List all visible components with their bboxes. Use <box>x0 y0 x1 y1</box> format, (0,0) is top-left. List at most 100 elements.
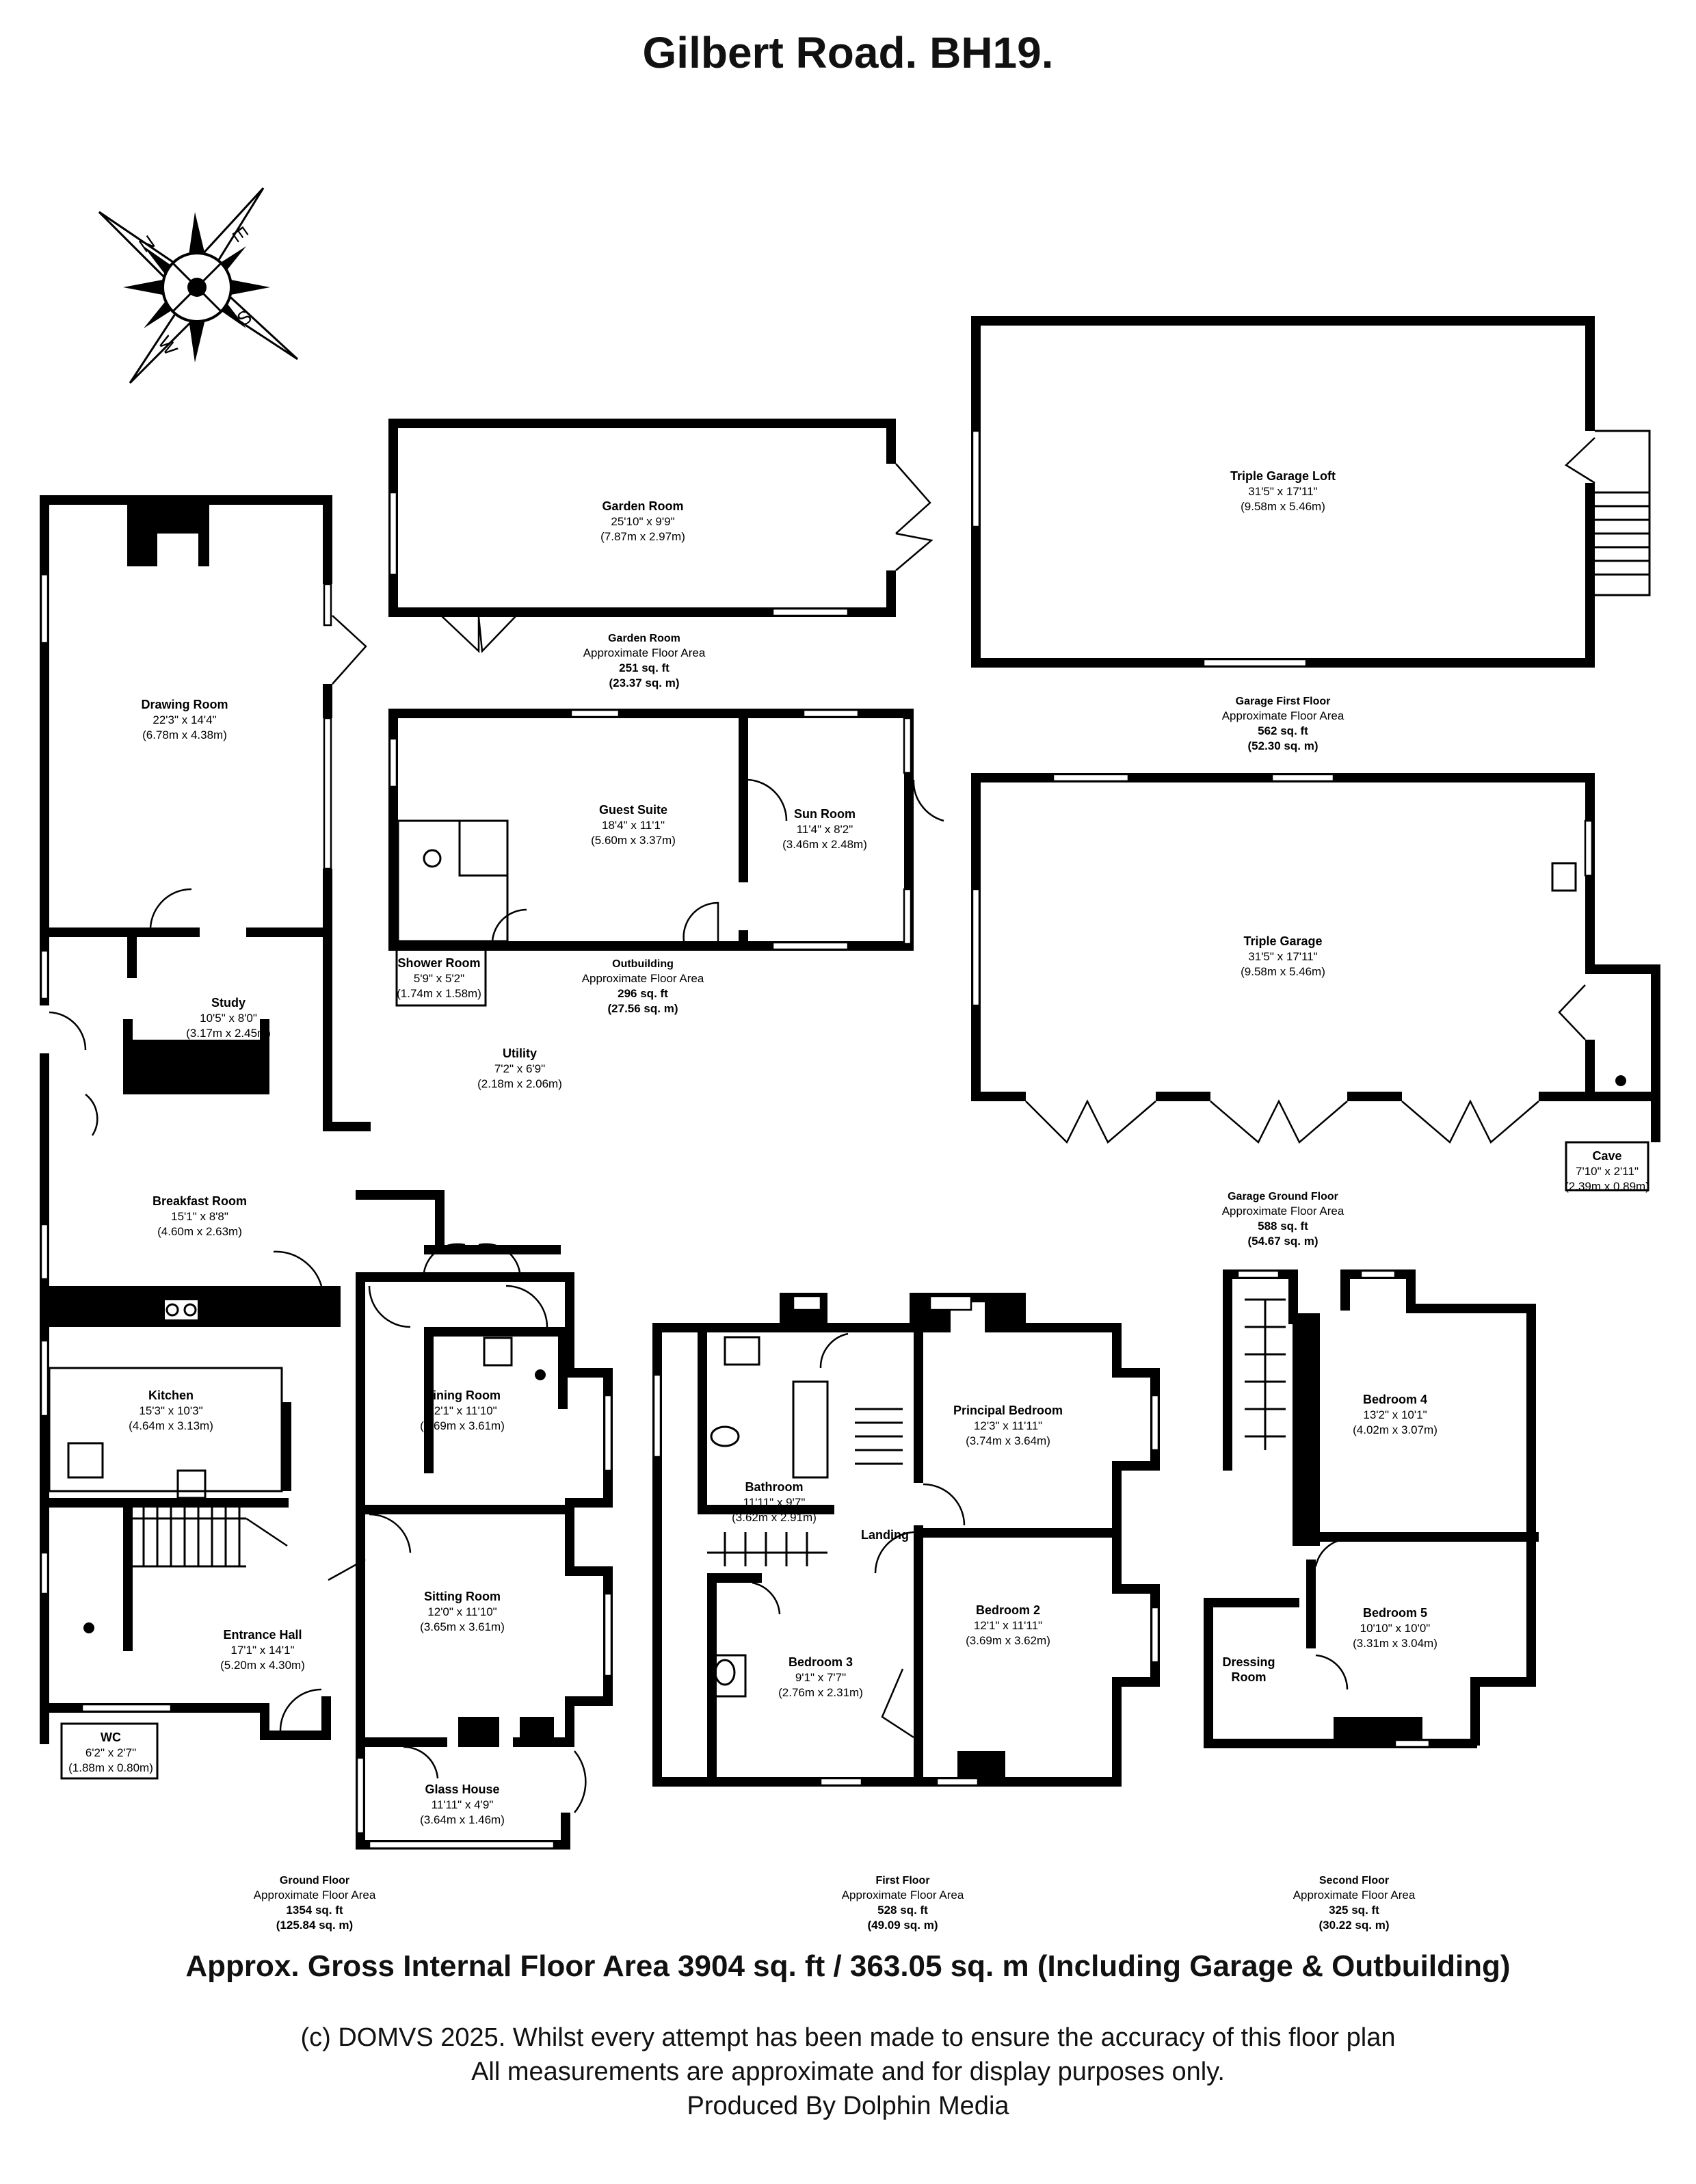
stairs-icon <box>1245 1298 1286 1450</box>
svg-text:13'2" x 10'1": 13'2" x 10'1" <box>1363 1408 1427 1421</box>
utility-label: Utility <box>503 1047 537 1060</box>
svg-text:(5.60m x 3.37m): (5.60m x 3.37m) <box>591 834 676 847</box>
triple-garage-plan <box>971 773 1660 1192</box>
ground-floor-area-label: Ground Floor <box>280 1875 349 1886</box>
bathroom-label: Bathroom <box>745 1480 804 1494</box>
svg-text:(30.22 sq. m): (30.22 sq. m) <box>1319 1919 1390 1932</box>
bedroom-2-label: Bedroom 2 <box>976 1603 1040 1617</box>
svg-text:Approximate Floor Area: Approximate Floor Area <box>1222 709 1344 722</box>
garden-room-area-label: Garden Room <box>608 633 680 644</box>
svg-text:(5.20m x 4.30m): (5.20m x 4.30m) <box>220 1659 305 1672</box>
gross-area-summary: Approx. Gross Internal Floor Area 3904 s… <box>185 1949 1511 1983</box>
svg-text:(3.64m x 1.46m): (3.64m x 1.46m) <box>420 1813 505 1826</box>
svg-text:(2.76m x 2.31m): (2.76m x 2.31m) <box>778 1686 863 1699</box>
svg-text:7'10" x 2'11": 7'10" x 2'11" <box>1576 1165 1639 1178</box>
footer-copyright: (c) DOMVS 2025. Whilst every attempt has… <box>300 2023 1396 2052</box>
landing-label: Landing <box>861 1528 909 1542</box>
svg-text:(27.56 sq. m): (27.56 sq. m) <box>608 1002 678 1015</box>
svg-text:(3.31m x 3.04m): (3.31m x 3.04m) <box>1353 1637 1437 1650</box>
svg-text:Approximate Floor Area: Approximate Floor Area <box>583 646 706 659</box>
cave-label: Cave <box>1592 1149 1621 1163</box>
svg-text:(3.65m x 3.61m): (3.65m x 3.61m) <box>420 1620 505 1633</box>
plan-title: Gilbert Road. BH19. <box>642 28 1054 77</box>
area-labels: Garden Room Approximate Floor Area 251 s… <box>254 633 1416 1932</box>
svg-text:11'11" x 4'9": 11'11" x 4'9" <box>432 1798 494 1811</box>
svg-text:7'2" x 6'9": 7'2" x 6'9" <box>494 1062 545 1075</box>
svg-text:11'11" x 9'7": 11'11" x 9'7" <box>743 1496 806 1509</box>
svg-text:325 sq. ft: 325 sq. ft <box>1329 1904 1379 1917</box>
svg-text:588 sq. ft: 588 sq. ft <box>1258 1220 1308 1233</box>
second-floor-plan <box>1204 1269 1539 1748</box>
svg-text:Approximate Floor Area: Approximate Floor Area <box>1222 1205 1344 1218</box>
svg-text:Approximate Floor Area: Approximate Floor Area <box>254 1889 376 1902</box>
svg-text:(6.78m x 4.38m): (6.78m x 4.38m) <box>142 728 227 741</box>
study-label: Study <box>211 996 246 1010</box>
bedroom-4-label: Bedroom 4 <box>1363 1393 1427 1406</box>
bedroom-3-label: Bedroom 3 <box>789 1655 853 1669</box>
svg-text:10'10" x 10'0": 10'10" x 10'0" <box>1360 1622 1431 1635</box>
svg-text:18'4" x 11'1": 18'4" x 11'1" <box>602 819 665 832</box>
footer-disclaimer: All measurements are approximate and for… <box>471 2057 1225 2086</box>
stairs-icon <box>133 1508 246 1568</box>
kitchen-label: Kitchen <box>148 1389 194 1402</box>
garden-room-plan <box>388 419 933 653</box>
glass-house-label: Glass House <box>425 1782 499 1796</box>
svg-text:(1.74m x 1.58m): (1.74m x 1.58m) <box>397 987 481 1000</box>
dressing-room-label: Dressing <box>1222 1655 1275 1669</box>
svg-text:Room: Room <box>1232 1670 1267 1684</box>
svg-text:(4.64m x 3.13m): (4.64m x 3.13m) <box>129 1419 213 1432</box>
svg-text:31'5" x 17'11": 31'5" x 17'11" <box>1248 485 1317 498</box>
first-floor-area-label: First Floor <box>875 1875 929 1886</box>
svg-text:(9.58m x 5.46m): (9.58m x 5.46m) <box>1241 965 1325 978</box>
bedroom-5-label: Bedroom 5 <box>1363 1606 1427 1620</box>
principal-bedroom-label: Principal Bedroom <box>953 1404 1063 1417</box>
svg-text:(23.37 sq. m): (23.37 sq. m) <box>609 676 680 689</box>
svg-text:31'5" x 17'11": 31'5" x 17'11" <box>1248 950 1317 963</box>
svg-text:12'0" x 11'10": 12'0" x 11'10" <box>427 1605 496 1618</box>
compass-rose-icon: N E S W <box>98 187 299 384</box>
svg-text:12'1" x 11'10": 12'1" x 11'10" <box>427 1404 496 1417</box>
outbuilding-plan <box>388 709 944 1007</box>
svg-text:10'5" x 8'0": 10'5" x 8'0" <box>200 1012 257 1025</box>
svg-text:296 sq. ft: 296 sq. ft <box>618 987 668 1000</box>
dining-room-label: Dining Room <box>424 1389 501 1402</box>
svg-text:(125.84 sq. m): (125.84 sq. m) <box>276 1919 353 1932</box>
svg-text:(3.69m x 3.61m): (3.69m x 3.61m) <box>420 1419 505 1432</box>
svg-text:1354 sq. ft: 1354 sq. ft <box>286 1904 343 1917</box>
svg-text:25'10" x 9'9": 25'10" x 9'9" <box>611 515 674 528</box>
svg-text:(49.09 sq. m): (49.09 sq. m) <box>868 1919 938 1932</box>
guest-suite-label: Guest Suite <box>599 803 667 817</box>
outbuilding-area-label: Outbuilding <box>612 958 674 970</box>
svg-text:15'1" x 8'8": 15'1" x 8'8" <box>171 1210 228 1223</box>
triple-garage-label: Triple Garage <box>1243 934 1322 948</box>
svg-text:(2.39m x 0.89m): (2.39m x 0.89m) <box>1565 1180 1649 1193</box>
svg-text:562 sq. ft: 562 sq. ft <box>1258 724 1308 737</box>
breakfast-room-label: Breakfast Room <box>153 1194 247 1208</box>
svg-text:(2.18m x 2.06m): (2.18m x 2.06m) <box>477 1077 562 1090</box>
stairs-icon <box>707 1408 903 1566</box>
svg-text:528 sq. ft: 528 sq. ft <box>877 1904 928 1917</box>
svg-text:9'1" x 7'7": 9'1" x 7'7" <box>795 1671 846 1684</box>
footer-producer: Produced By Dolphin Media <box>687 2092 1009 2120</box>
garage-first-area-label: Garage First Floor <box>1236 696 1331 707</box>
sitting-room-label: Sitting Room <box>424 1590 501 1603</box>
drawing-room-label: Drawing Room <box>141 698 228 711</box>
svg-text:22'3" x 14'4": 22'3" x 14'4" <box>153 713 216 726</box>
svg-text:(52.30 sq. m): (52.30 sq. m) <box>1248 739 1319 752</box>
svg-text:(3.62m x 2.91m): (3.62m x 2.91m) <box>732 1511 817 1524</box>
svg-text:17'1" x 14'1": 17'1" x 14'1" <box>230 1644 294 1657</box>
svg-text:15'3" x 10'3": 15'3" x 10'3" <box>139 1404 202 1417</box>
shower-room-label: Shower Room <box>397 956 480 970</box>
svg-text:(54.67 sq. m): (54.67 sq. m) <box>1248 1235 1319 1248</box>
svg-text:(9.58m x 5.46m): (9.58m x 5.46m) <box>1241 500 1325 513</box>
entrance-hall-label: Entrance Hall <box>223 1628 302 1642</box>
svg-text:Approximate Floor Area: Approximate Floor Area <box>1293 1889 1416 1902</box>
sun-room-label: Sun Room <box>794 807 856 821</box>
ground-floor-plan <box>40 495 613 1850</box>
first-floor-plan <box>652 1293 1160 1787</box>
second-floor-area-label: Second Floor <box>1319 1875 1389 1886</box>
svg-text:(3.69m x 3.62m): (3.69m x 3.62m) <box>966 1634 1050 1647</box>
svg-text:(7.87m x 2.97m): (7.87m x 2.97m) <box>600 530 685 543</box>
garage-ground-area-label: Garage Ground Floor <box>1228 1191 1338 1202</box>
